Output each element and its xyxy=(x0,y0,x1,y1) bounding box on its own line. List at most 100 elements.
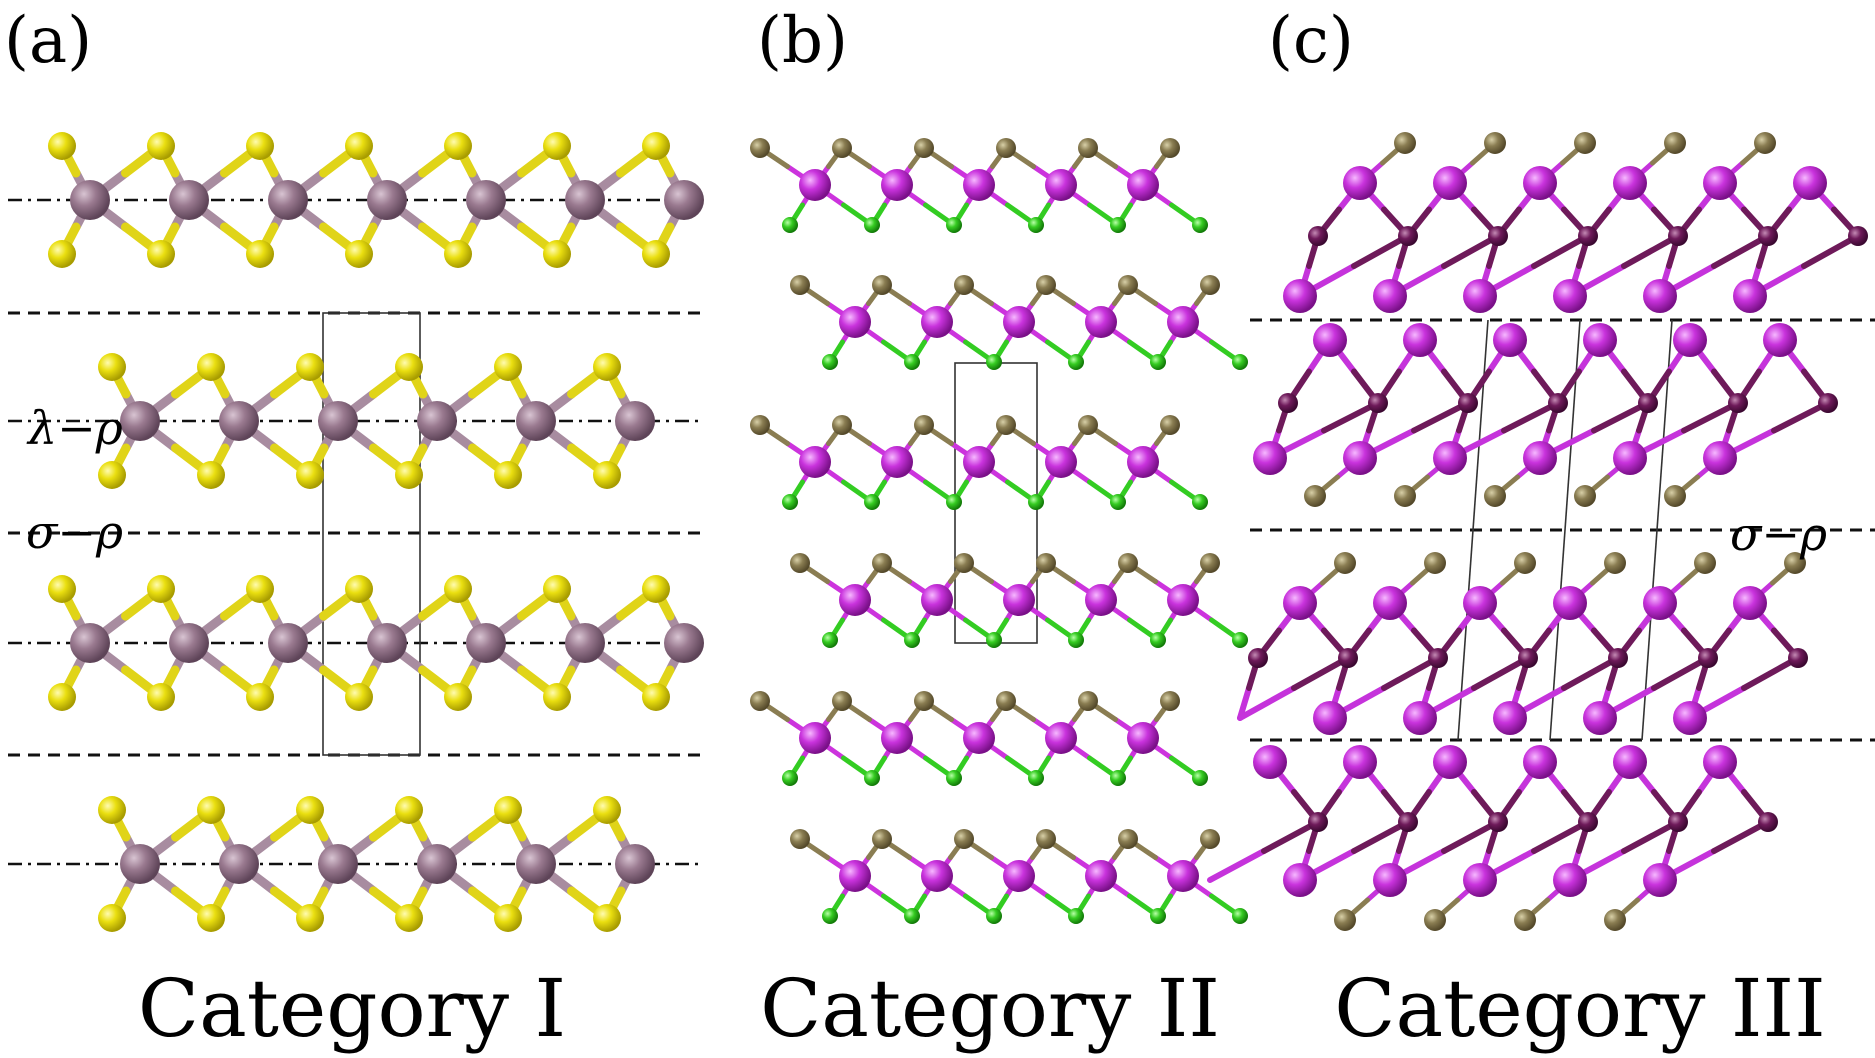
bond xyxy=(1291,655,1351,691)
bottom-atom xyxy=(1150,632,1166,648)
large-atom xyxy=(1433,166,1467,200)
large-atom xyxy=(1373,586,1407,620)
bottom-atom xyxy=(1232,354,1248,370)
metal-atom xyxy=(799,446,831,478)
metal-atom xyxy=(839,584,871,616)
bottom-atom xyxy=(864,217,880,233)
bond xyxy=(1237,685,1252,721)
large-atom xyxy=(1613,441,1647,475)
metal-atom xyxy=(881,169,913,201)
metal-atom xyxy=(799,169,831,201)
large-atom xyxy=(1613,745,1647,779)
bottom-atom xyxy=(782,217,798,233)
bottom-atom xyxy=(904,908,920,924)
bottom-atom xyxy=(864,494,880,510)
caption-category-i: Category I xyxy=(138,962,566,1055)
chalcogen-atom xyxy=(494,353,522,381)
small-atom xyxy=(1308,226,1328,246)
chalcogen-atom xyxy=(642,575,670,603)
edge-atom xyxy=(1334,909,1356,931)
bond xyxy=(1261,819,1321,854)
small-atom xyxy=(1488,812,1508,832)
atom-layers-a xyxy=(48,132,704,932)
top-atom xyxy=(790,553,810,573)
top-atom xyxy=(1078,691,1098,711)
edge-atom xyxy=(1694,552,1716,574)
bottom-atom xyxy=(946,770,962,786)
bond xyxy=(1321,400,1381,434)
large-atom xyxy=(1253,441,1287,475)
bottom-atom xyxy=(822,632,838,648)
top-atom xyxy=(1200,275,1220,295)
layer-block xyxy=(1207,745,1778,931)
chalcogen-atom xyxy=(395,904,423,932)
top-atom xyxy=(790,829,810,849)
bond xyxy=(1531,819,1591,854)
metal-atom xyxy=(1127,169,1159,201)
chalcogen-atom xyxy=(395,796,423,824)
large-atom xyxy=(1553,586,1587,620)
top-atom xyxy=(1078,415,1098,435)
metal-atom xyxy=(70,180,110,220)
top-atom xyxy=(750,138,770,158)
metal-atom xyxy=(921,306,953,338)
top-atom xyxy=(1200,553,1220,573)
bond xyxy=(1351,233,1411,269)
edge-atom xyxy=(1304,485,1326,507)
metal-atom xyxy=(268,180,308,220)
edge-atom xyxy=(1664,132,1686,154)
bottom-atom xyxy=(1028,217,1044,233)
metal-atom xyxy=(1003,584,1035,616)
bottom-atom xyxy=(1110,770,1126,786)
chalcogen-atom xyxy=(444,683,472,711)
bottom-atom xyxy=(1150,354,1166,370)
chalcogen-atom xyxy=(246,240,274,268)
metal-atom xyxy=(169,180,209,220)
layer xyxy=(48,132,704,268)
chalcogen-atom xyxy=(444,575,472,603)
bond xyxy=(1591,400,1651,434)
edge-atom xyxy=(1574,132,1596,154)
metal-atom xyxy=(318,844,358,884)
layer-block xyxy=(1283,132,1868,313)
bond xyxy=(1207,848,1267,883)
bond xyxy=(1801,233,1861,269)
large-atom xyxy=(1493,323,1527,357)
metal-atom xyxy=(70,623,110,663)
chalcogen-atom xyxy=(345,575,373,603)
top-atom xyxy=(1118,275,1138,295)
metal-atom xyxy=(417,844,457,884)
metal-atom xyxy=(1003,306,1035,338)
large-atom xyxy=(1493,701,1527,735)
large-atom xyxy=(1763,323,1797,357)
top-atom xyxy=(832,691,852,711)
bottom-atom xyxy=(986,354,1002,370)
chalcogen-atom xyxy=(444,240,472,268)
small-atom xyxy=(1608,648,1628,668)
layer xyxy=(750,138,1208,233)
small-atom xyxy=(1788,648,1808,668)
edge-atom xyxy=(1514,552,1536,574)
layer xyxy=(790,553,1248,648)
bottom-atom xyxy=(864,770,880,786)
metal-atom xyxy=(963,446,995,478)
metal-atom xyxy=(466,623,506,663)
top-atom xyxy=(954,829,974,849)
chalcogen-atom xyxy=(48,240,76,268)
large-atom xyxy=(1373,863,1407,897)
top-atom xyxy=(1160,138,1180,158)
top-atom xyxy=(996,138,1016,158)
bond xyxy=(1381,655,1441,691)
annotation-sigma-rho-c: σ−ρ xyxy=(1730,507,1827,561)
large-atom xyxy=(1703,441,1737,475)
large-atom xyxy=(1343,745,1377,779)
layer-block xyxy=(1237,552,1808,735)
metal-atom xyxy=(839,306,871,338)
top-atom xyxy=(1036,553,1056,573)
large-atom xyxy=(1583,701,1617,735)
bottom-atom xyxy=(782,494,798,510)
bond xyxy=(1561,655,1621,691)
bond xyxy=(1411,400,1471,434)
top-atom xyxy=(996,691,1016,711)
large-atom xyxy=(1673,323,1707,357)
